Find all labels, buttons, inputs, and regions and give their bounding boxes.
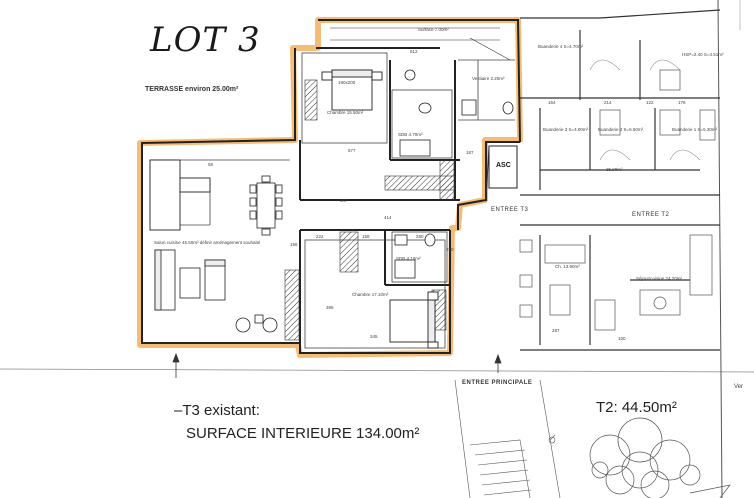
entree-principale-label: ENTREE PRINCIPALE (462, 380, 533, 386)
dim-122: 122 (646, 100, 654, 105)
bed-2 (389, 291, 439, 349)
exterior-stairs (454, 379, 561, 498)
dim-577: 577 (348, 148, 356, 153)
b1-label: Buanderie 1 S=5.30m² (672, 127, 718, 132)
sdb1-label: SDB 4.70m² (398, 132, 423, 137)
dim-414: 414 (384, 215, 392, 220)
dim-287: 287 (552, 328, 560, 333)
vestiaire-label: Vestiaire 2.20m² (472, 76, 505, 81)
sofa-set (154, 249, 278, 333)
bed1-size: 160x200 (338, 80, 356, 85)
chambre1-label: Chambre 15.50m² (327, 110, 364, 115)
b2-label: Buanderie 2 S=5.50m² (598, 127, 644, 132)
dim-58: 58 (208, 162, 214, 167)
dim-250: 250 (446, 247, 454, 252)
dim-280: 280 (416, 234, 424, 239)
asc-label: ASC (496, 162, 511, 169)
dim-547: 547 (340, 198, 348, 203)
sejour-label: Séjour/cuisine 24.20m² (636, 276, 683, 281)
entree-t2-label: ENTREE T2 (632, 212, 670, 218)
dim-214: 214 (604, 100, 612, 105)
dim-345: 345 (370, 334, 378, 339)
bed-1 (321, 69, 383, 111)
surface-label: SURFACE INTERIEURE 134.00m² (186, 425, 420, 442)
vol-label: 25.90m² (606, 167, 623, 172)
sdb2-label: SDB 4.10m² (396, 256, 421, 261)
handwritten-title: LOT 3 (150, 20, 261, 60)
t3-label: –T3 existant: (174, 402, 260, 419)
dim-222: 222 (316, 234, 324, 239)
dining-table (249, 175, 283, 236)
terrace-label: TERRASSE environ 25.00m² (145, 86, 239, 93)
dim-187: 187 (466, 150, 474, 155)
dim-176: 176 (678, 100, 686, 105)
chambre2-label: Chambre 17.10m² (352, 292, 389, 297)
ch-label: Ch. 13.90m² (555, 264, 580, 269)
dim-396: 396 (326, 305, 334, 310)
b4-label: Buanderie 4 S=4.70m² (538, 44, 584, 49)
entree-t3-label: ENTREE T3 (491, 207, 529, 213)
hsp-label: HSP=2.40 S=4.51m² (682, 52, 724, 57)
elevator (485, 145, 518, 201)
dim-100: 100 (618, 336, 626, 341)
b3-label: Buanderie 3 S=4.00m² (543, 127, 589, 132)
dim-156: 156 (290, 242, 298, 247)
dim-612: 612 (410, 49, 418, 54)
dim-158: 158 (362, 234, 370, 239)
dim-top: Surface 7.00m² (418, 27, 449, 32)
neighbor-units (520, 9, 721, 351)
ver-fragment: Ver (734, 384, 744, 390)
salon-label: Salon cuisine 45.50m² définir aménagemen… (154, 240, 261, 245)
garden-trees (589, 417, 731, 498)
dim-164: 164 (548, 100, 556, 105)
t2-label: T2: 44.50m² (596, 399, 677, 416)
